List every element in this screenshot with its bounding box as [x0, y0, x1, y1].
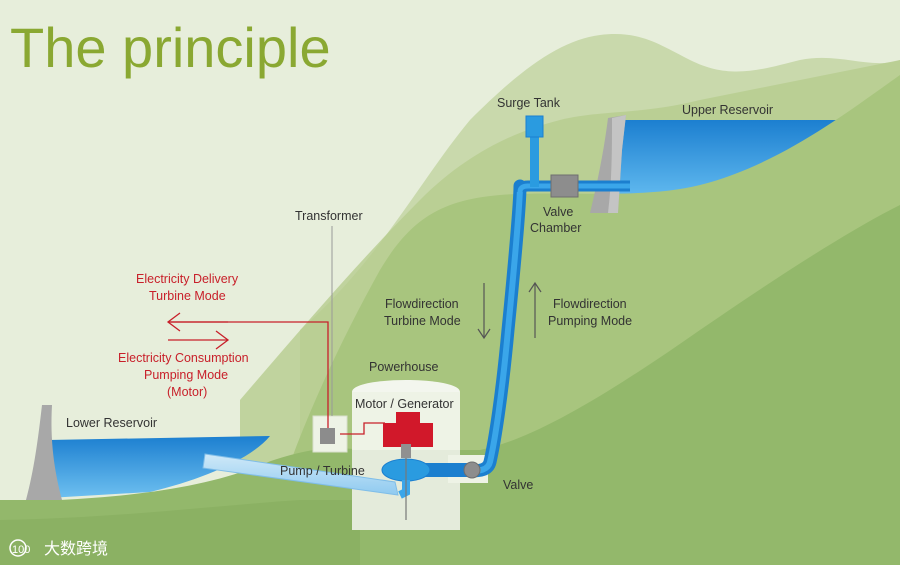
flow-pumping-label-line2: Pumping Mode: [548, 314, 632, 328]
flow-turbine-label-line1: Flowdirection: [385, 297, 459, 311]
page-title: The principle: [10, 16, 331, 79]
flow-turbine-label-line2: Turbine Mode: [384, 314, 461, 328]
svg-text:100: 100: [12, 544, 30, 556]
foreground-ground: [0, 205, 900, 565]
valve-chamber: [550, 174, 579, 198]
watermark-logo-icon: [9, 539, 27, 557]
motor-generator-label: Motor / Generator: [355, 397, 454, 411]
powerhouse-label: Powerhouse: [369, 360, 439, 374]
surge-tank-label: Surge Tank: [497, 96, 561, 110]
watermark-text: 大数跨境: [44, 539, 108, 558]
valve-chamber-label-line1: Valve: [543, 205, 573, 219]
electricity-delivery-mode: Turbine Mode: [149, 289, 226, 303]
transformer-unit: [320, 428, 335, 444]
electricity-consumption-mode: Pumping Mode: [144, 368, 228, 382]
tailrace-tunnel: [202, 453, 399, 496]
surge-tank: [525, 115, 544, 138]
lower-dam: [26, 405, 62, 500]
lower-reservoir-water: [48, 436, 270, 498]
watermark: 100 大数跨境: [9, 539, 108, 558]
electricity-consumption-motor: (Motor): [167, 385, 207, 399]
upper-reservoir-label: Upper Reservoir: [682, 103, 773, 117]
pump-turbine-label: Pump / Turbine: [280, 464, 365, 478]
valve-label: Valve: [503, 478, 533, 492]
lower-reservoir-label: Lower Reservoir: [66, 416, 157, 430]
valve-icon: [463, 461, 481, 479]
electricity-consumption-label: Electricity Consumption: [118, 351, 249, 365]
surge-tank-shaft: [530, 137, 539, 187]
powerhouse-dome: [352, 380, 460, 392]
electricity-delivery-label: Electricity Delivery: [136, 272, 239, 286]
flow-pumping-label-line1: Flowdirection: [553, 297, 627, 311]
valve-chamber-label-line2: Chamber: [530, 221, 581, 235]
upper-reservoir-water: [612, 120, 850, 195]
transformer-label: Transformer: [295, 209, 363, 223]
